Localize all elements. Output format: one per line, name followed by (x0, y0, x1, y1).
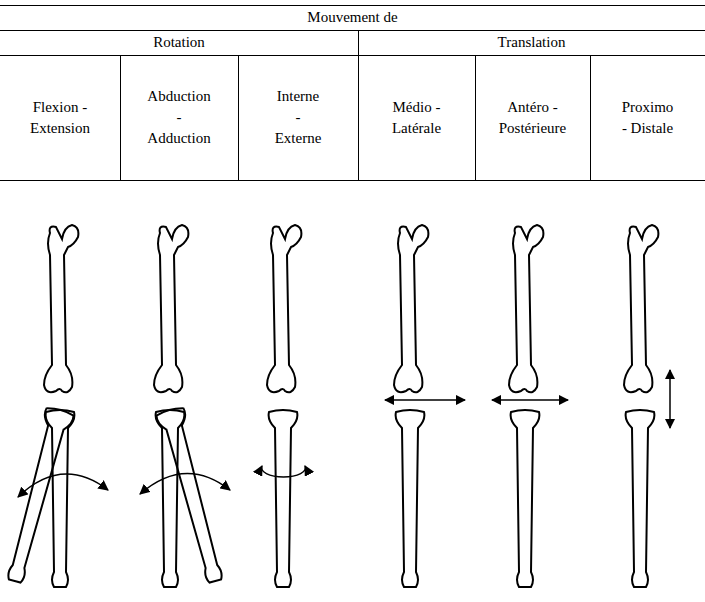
femur (267, 225, 301, 392)
table-cell: Proximo - Distale (590, 55, 705, 180)
table-cell: Rotation (0, 30, 358, 55)
tibia (626, 410, 655, 587)
proximodistal-arrow (669, 370, 671, 428)
table-label: Abduction - Adduction (147, 86, 210, 149)
table-lines (0, 6, 705, 181)
table-cell: Flexion - Extension (0, 55, 120, 180)
femur (44, 225, 78, 392)
tibia (396, 410, 425, 587)
table-label: Mouvement de (307, 7, 397, 28)
table-cell: Mouvement de (0, 5, 705, 30)
table-label: Flexion - Extension (30, 97, 90, 139)
table-label: Antéro - Postérieure (499, 97, 566, 139)
motion-arrows (18, 370, 670, 497)
tibia (511, 410, 540, 587)
tibia (46, 410, 75, 587)
table-cell: Abduction - Adduction (120, 55, 238, 180)
tibia-moved (156, 406, 230, 584)
anteroposterior-arrow (492, 399, 568, 401)
table-label: Proximo - Distale (622, 97, 674, 139)
tibia (269, 410, 298, 587)
table-label: Interne - Externe (275, 86, 322, 149)
tibia-moved (1, 406, 75, 584)
table-cell: Interne - Externe (238, 55, 358, 180)
flexion-arrow (18, 474, 108, 497)
table-label: Translation (498, 32, 566, 53)
mediolateral-arrow (385, 399, 465, 401)
femur (154, 225, 188, 392)
table-label: Médio - Latérale (392, 97, 441, 139)
femur (624, 225, 658, 392)
table-cell: Translation (358, 30, 705, 55)
table-label: Rotation (153, 32, 205, 53)
table-cell: Médio - Latérale (358, 55, 475, 180)
femur (394, 225, 428, 392)
femur (509, 225, 543, 392)
rotation-arrow (262, 466, 306, 477)
tibia (156, 410, 185, 587)
table-cell: Antéro - Postérieure (475, 55, 590, 180)
bones (1, 225, 659, 587)
abduction-arrow (140, 473, 230, 494)
